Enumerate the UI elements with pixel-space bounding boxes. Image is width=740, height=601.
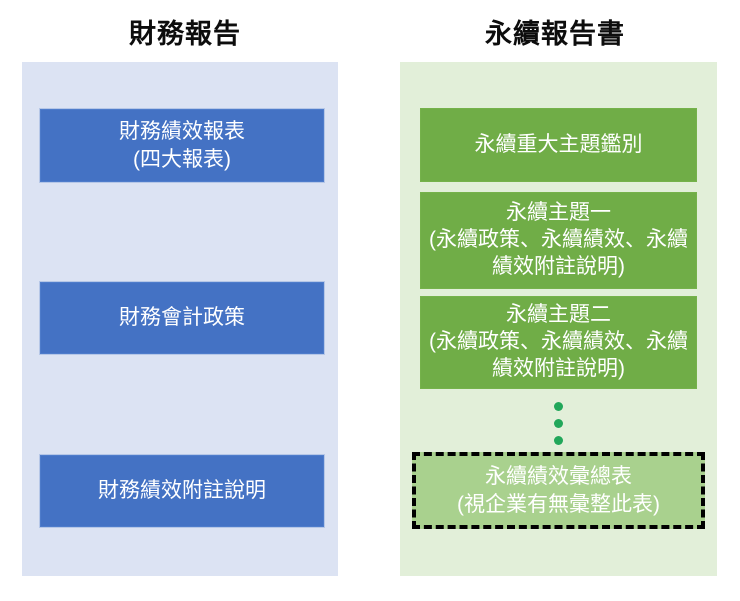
box-text-wrapper: 永續績效彙總表 (視企業有無彙整此表): [457, 463, 660, 518]
box-line-1: 永續績效彙總表: [485, 464, 632, 488]
panel-sustainability-report: 永續重大主題鑑別 永續主題一 (永續政策、永續績效、永續績效附註說明) 永續主題…: [400, 62, 717, 576]
box-material-topic-identification[interactable]: 永續重大主題鑑別: [420, 108, 697, 182]
box-line-2: (四大報表): [133, 147, 231, 171]
box-financial-performance-statements[interactable]: 財務績效報表 (四大報表): [40, 109, 324, 182]
box-line-1: 財務會計政策: [119, 306, 245, 330]
column-title-financial-report: 財務報告: [129, 19, 241, 49]
box-line-1: 永續主題一: [506, 201, 611, 225]
box-text-wrapper: 財務績效報表 (四大報表): [119, 118, 245, 173]
ellipsis-dot: [554, 435, 563, 445]
box-line-2: (永續政策、永續績效、永續績效附註說明): [429, 330, 688, 380]
ellipsis-dot: [554, 418, 563, 428]
box-sustainability-topic-one[interactable]: 永續主題一 (永續政策、永續績效、永續績效附註說明): [420, 192, 697, 289]
box-line-1: 財務績效報表: [119, 119, 245, 143]
vertical-ellipsis-icon: [400, 400, 717, 446]
box-text-wrapper: 永續重大主題鑑別: [475, 131, 643, 159]
box-text-wrapper: 財務績效附註說明: [98, 477, 266, 505]
ellipsis-dot: [554, 401, 563, 411]
box-financial-performance-notes[interactable]: 財務績效附註說明: [40, 455, 324, 527]
box-sustainability-performance-summary-optional[interactable]: 永續績效彙總表 (視企業有無彙整此表): [412, 452, 705, 529]
column-title-sustainability-report: 永續報告書: [485, 19, 625, 49]
column-sustainability-report: 永續報告書 永續重大主題鑑別 永續主題一 (永續政策、永續績效、永續績效附註說明…: [370, 0, 740, 601]
box-text-wrapper: 永續主題二 (永續政策、永續績效、永續績效附註說明): [429, 302, 688, 383]
box-text-wrapper: 永續主題一 (永續政策、永續績效、永續績效附註說明): [429, 200, 688, 281]
box-line-1: 財務績效附註說明: [98, 479, 266, 503]
box-line-1: 永續主題二: [506, 303, 611, 327]
box-financial-accounting-policy[interactable]: 財務會計政策: [40, 282, 324, 354]
box-line-2: (視企業有無彙整此表): [457, 492, 660, 516]
column-financial-report: 財務報告 財務績效報表 (四大報表) 財務會計政策 財務績效附註說明: [22, 19, 338, 576]
box-line-1: 永續重大主題鑑別: [474, 133, 643, 157]
box-sustainability-topic-two[interactable]: 永續主題二 (永續政策、永續績效、永續績效附註說明): [420, 296, 697, 389]
box-line-2: (永續政策、永續績效、永續績效附註說明): [429, 228, 688, 278]
panel-financial-report: 財務績效報表 (四大報表) 財務會計政策 財務績效附註說明: [22, 62, 338, 576]
box-text-wrapper: 財務會計政策: [119, 304, 245, 332]
